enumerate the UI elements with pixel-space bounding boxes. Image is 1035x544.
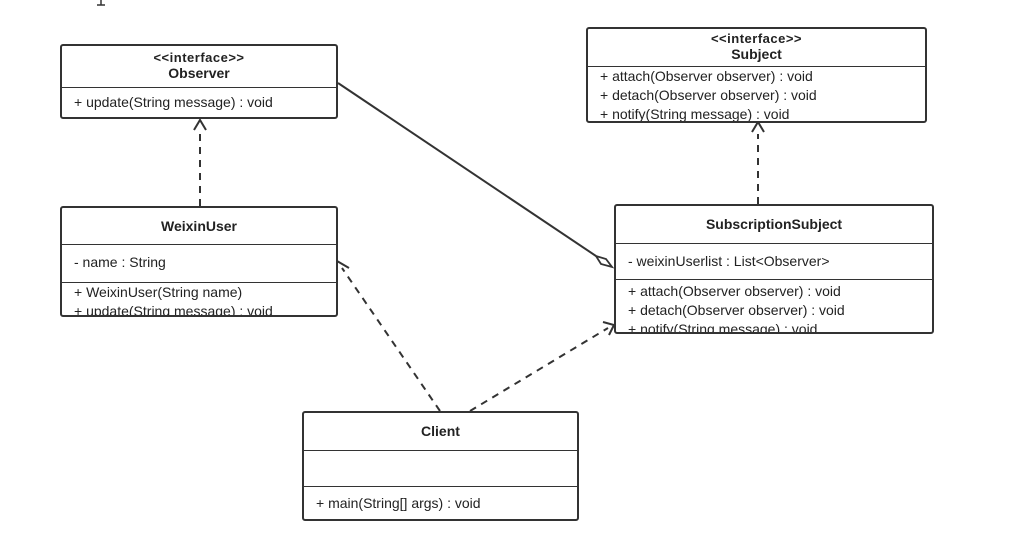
class-weixinuser-methods: + WeixinUser(String name) + update(Strin… [62,283,336,317]
text-cursor-mark [97,0,105,6]
class-observer-header: <<interface>> Observer [62,46,336,88]
dependency-client-weixinuser [341,267,441,412]
class-weixinuser-attributes: - name : String [62,245,336,283]
class-weixinuser[interactable]: WeixinUser - name : String + WeixinUser(… [60,206,338,317]
method: + notify(String message) : void [628,321,818,334]
class-subscriptionsubject[interactable]: SubscriptionSubject - weixinUserlist : L… [614,204,934,334]
method: + attach(Observer observer) : void [600,68,813,84]
method: + main(String[] args) : void [316,495,481,511]
method: + update(String message) : void [74,303,273,317]
class-subject-header: <<interface>> Subject [588,29,925,67]
class-subscriptionsubject-attributes: - weixinUserlist : List<Observer> [616,244,932,280]
class-weixinuser-name: WeixinUser [161,217,237,234]
method: + detach(Observer observer) : void [628,302,845,318]
method: + attach(Observer observer) : void [628,283,841,299]
class-client[interactable]: Client + main(String[] args) : void [302,411,579,521]
class-client-attributes [304,451,577,487]
dependency-arrowhead-subscriptionsubject [602,321,616,336]
class-observer-stereotype: <<interface>> [153,50,245,65]
aggregation-diamond [593,254,615,269]
realization-arrowhead-observer [193,118,207,131]
class-observer-methods: + update(String message) : void [62,88,336,112]
dependency-client-subscriptionsubject [469,327,609,412]
attribute: - weixinUserlist : List<Observer> [628,253,830,269]
method: + notify(String message) : void [600,106,790,122]
realization-arrowhead-subject [751,120,765,133]
method: + WeixinUser(String name) [74,284,243,300]
class-client-name: Client [421,423,460,439]
class-observer-name: Observer [168,65,230,81]
class-observer[interactable]: <<interface>> Observer + update(String m… [60,44,338,119]
class-subject[interactable]: <<interface>> Subject + attach(Observer … [586,27,927,123]
class-subject-stereotype: <<interface>> [710,31,803,46]
class-subscriptionsubject-header: SubscriptionSubject [616,206,932,244]
method: + update(String message) : void [74,94,273,110]
class-subscriptionsubject-methods: + attach(Observer observer) : void + det… [616,280,932,334]
class-weixinuser-header: WeixinUser [62,208,336,245]
class-client-header: Client [304,413,577,451]
class-client-methods: + main(String[] args) : void [304,487,577,513]
class-subject-methods: + attach(Observer observer) : void + det… [588,67,925,122]
class-subject-name: Subject [731,46,782,62]
aggregation-subscriptionsubject-observer [337,82,597,257]
attribute: - name : String [74,254,166,270]
class-subscriptionsubject-name: SubscriptionSubject [705,216,843,232]
method: + detach(Observer observer) : void [600,87,817,103]
